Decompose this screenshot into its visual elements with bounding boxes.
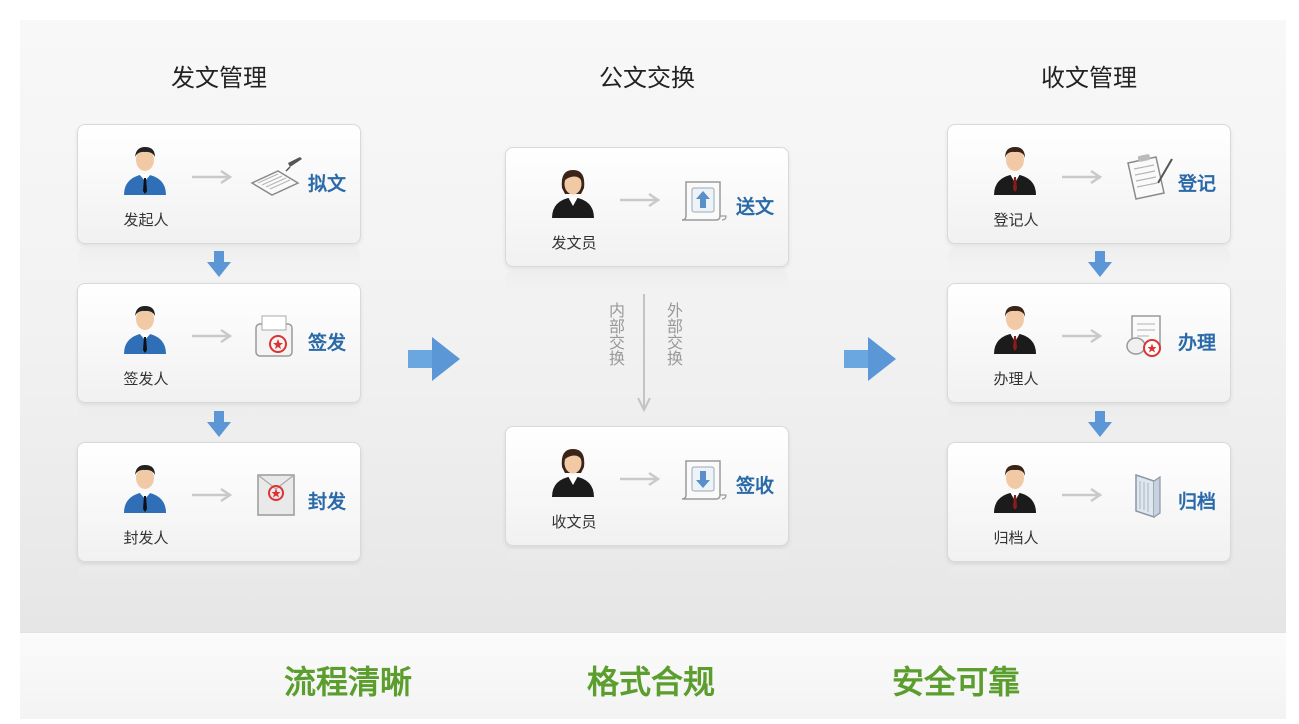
sealed-envelope-icon (257, 474, 295, 516)
section-title-send: 发文管理 (171, 64, 267, 92)
person-icon (548, 166, 598, 218)
person-icon (120, 461, 170, 513)
action-label: 登记 (1178, 173, 1217, 195)
internal-exchange-label: 内部交换 (606, 302, 625, 366)
person-icon (990, 302, 1040, 354)
seal-stamp-icon (255, 315, 293, 357)
card-receipt: 收文员 签收 (505, 426, 789, 573)
card-process: 办理人 办理 (947, 283, 1231, 430)
feature-footer (20, 632, 1286, 719)
person-icon (548, 445, 598, 497)
archive-folder-icon (1135, 473, 1161, 519)
action-label: 签发 (308, 332, 347, 354)
person-icon (990, 461, 1040, 513)
person-icon (120, 143, 170, 195)
action-label: 封发 (308, 491, 347, 513)
card-draft: 发起人 拟文 (77, 124, 361, 271)
card-register: 登记人 登记 (947, 124, 1231, 271)
person-icon (990, 143, 1040, 195)
feature-format-compliance: 格式合规 (586, 663, 715, 701)
role-label: 发起人 (123, 211, 169, 229)
right-arrow-icon (1060, 169, 1104, 185)
person-icon (120, 302, 170, 354)
external-exchange-label: 外部交换 (664, 302, 683, 366)
down-thin-arrow-icon (637, 294, 651, 412)
right-arrow-icon (618, 471, 662, 487)
download-scroll-icon (681, 460, 727, 500)
action-label: 办理 (1178, 332, 1217, 354)
section-title-exchange: 公文交换 (599, 64, 695, 92)
right-arrow-icon (190, 328, 234, 344)
right-arrow-icon (618, 192, 662, 208)
upload-scroll-icon (681, 181, 727, 221)
action-label: 拟文 (308, 173, 347, 195)
role-label: 封发人 (123, 529, 169, 547)
right-arrow-icon (1060, 328, 1104, 344)
card-archive: 归档人 归档 (947, 442, 1231, 589)
down-arrow-icon (207, 251, 231, 277)
down-arrow-icon (1088, 411, 1112, 437)
card-seal: 封发人 封发 (77, 442, 361, 589)
role-label: 签发人 (123, 370, 169, 388)
role-label: 发文员 (551, 234, 597, 252)
action-label: 送文 (736, 196, 775, 218)
role-label: 办理人 (993, 370, 1039, 388)
card-dispatch: 发文员 送文 (505, 147, 789, 294)
drafting-paper-icon (250, 157, 302, 196)
right-arrow-icon (1060, 487, 1104, 503)
feature-clear-process: 流程清晰 (283, 663, 412, 701)
right-arrow-icon (190, 169, 234, 185)
role-label: 归档人 (993, 529, 1039, 547)
big-right-arrow-icon (844, 337, 896, 381)
action-label: 归档 (1178, 491, 1217, 513)
card-sign: 签发人 签发 (77, 283, 361, 430)
clipboard-register-icon (1127, 154, 1173, 200)
right-arrow-icon (190, 487, 234, 503)
feature-secure-reliable: 安全可靠 (891, 663, 1020, 701)
action-label: 签收 (736, 475, 775, 497)
process-document-icon (1126, 315, 1161, 357)
down-arrow-icon (207, 411, 231, 437)
big-right-arrow-icon (408, 337, 460, 381)
down-arrow-icon (1088, 251, 1112, 277)
section-title-receive: 收文管理 (1041, 64, 1137, 92)
role-label: 登记人 (993, 211, 1039, 229)
role-label: 收文员 (551, 513, 597, 531)
